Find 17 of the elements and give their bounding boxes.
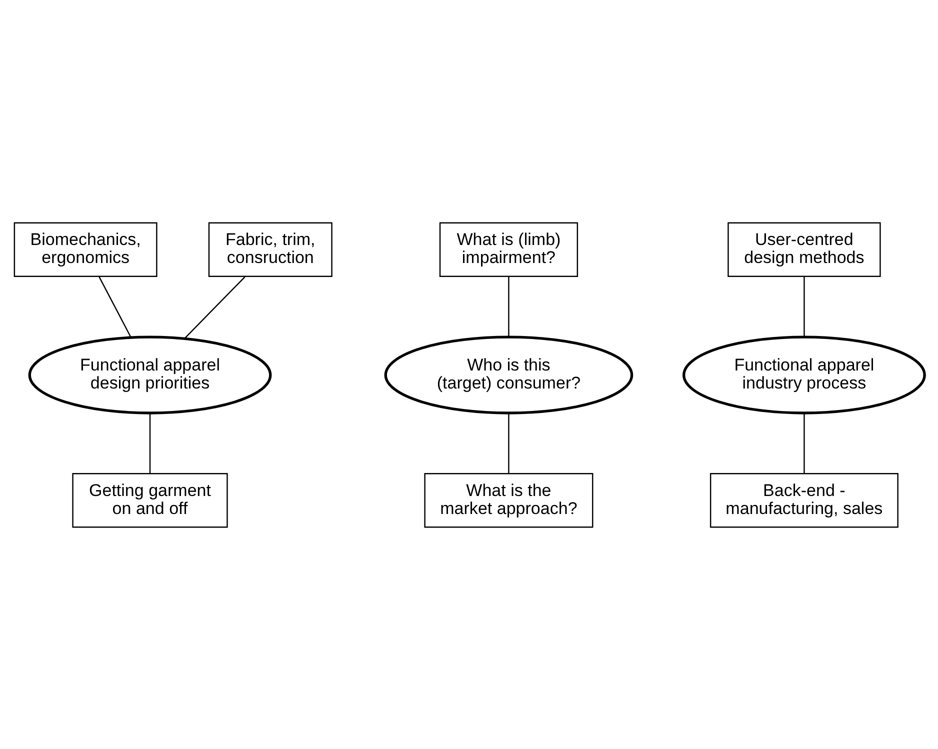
node-box: What is (limb) impairment? <box>438 222 578 276</box>
node-box: Fabric, trim, consruction <box>208 222 332 276</box>
connector <box>803 412 804 474</box>
connector <box>508 412 509 474</box>
node-box: Getting garment on and off <box>72 472 228 528</box>
node-ellipse: Functional apparel design priorities <box>28 335 272 414</box>
connector <box>98 276 132 338</box>
node-ellipse: Functional apparel industry process <box>682 335 926 414</box>
node-box: Biomechanics, ergonomics <box>13 222 157 276</box>
connector <box>803 276 804 337</box>
connector <box>508 276 509 337</box>
node-ellipse: Who is this (target) consumer? <box>384 335 633 414</box>
node-box: Back-end - manufacturing, sales <box>709 472 898 528</box>
connector <box>184 276 245 338</box>
node-box: User-centred design methods <box>727 222 880 276</box>
node-box: What is the market approach? <box>424 472 593 528</box>
connector <box>148 412 150 474</box>
